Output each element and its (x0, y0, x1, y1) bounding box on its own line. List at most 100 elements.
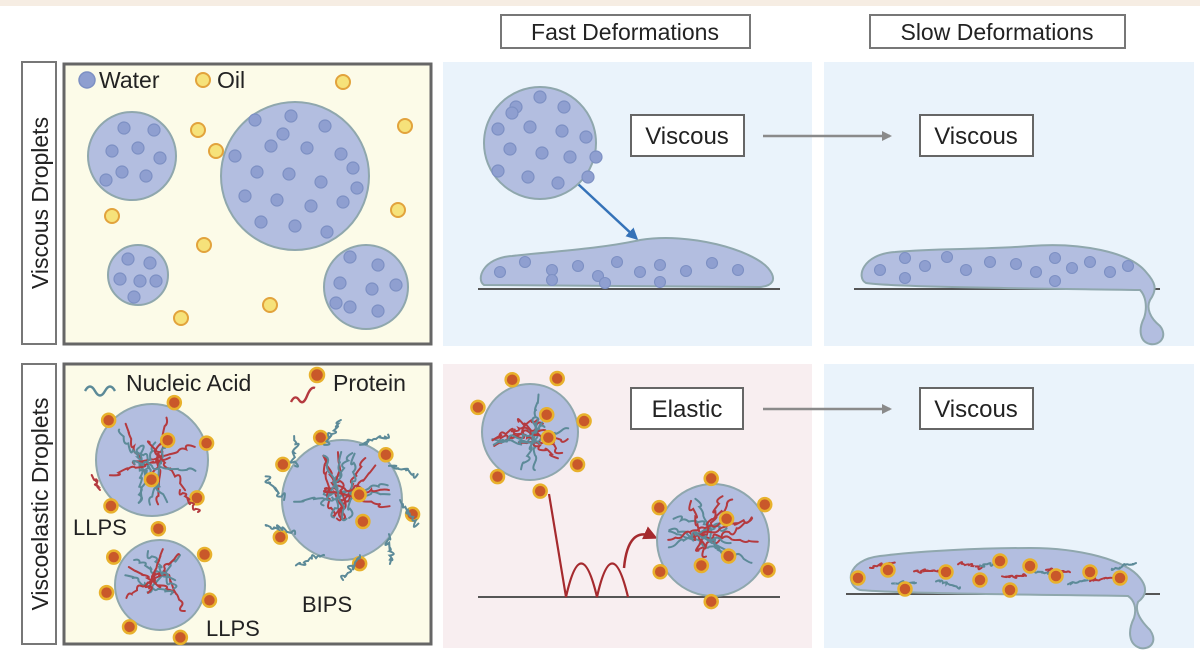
water-dot (389, 278, 403, 292)
protein-head (275, 456, 291, 473)
water-dot (589, 150, 603, 164)
protein-head (1082, 564, 1098, 580)
water-dot (365, 282, 379, 296)
water-dot (264, 139, 278, 153)
water-dot (1083, 255, 1097, 269)
legend-nucleic-acid-label: Nucleic Acid (126, 370, 251, 396)
protein-chain (695, 495, 724, 552)
protein-chain (691, 498, 734, 541)
water-dot (288, 219, 302, 233)
protein-chain (1089, 576, 1115, 583)
water-dot (121, 252, 135, 266)
nucleic-acid-strand (1067, 577, 1095, 586)
water-dot (334, 147, 348, 161)
water-dot (133, 274, 147, 288)
nucleic-acid-strand (694, 497, 724, 556)
water-dot (898, 271, 912, 285)
protein-head (972, 572, 988, 588)
nucleic-acid-strand (322, 454, 348, 522)
llps-label-1: LLPS (73, 515, 127, 540)
water-dot (533, 90, 547, 104)
behavior-box-visco-fast: Elastic (630, 387, 744, 430)
protein-chain (147, 548, 164, 594)
protein-head (166, 394, 183, 411)
behavior-viscous-slow-text: Viscous (934, 123, 1018, 150)
nucleic-acid-strand (293, 490, 363, 503)
nucleic-acid-strand (289, 435, 300, 468)
protein-chain (692, 516, 753, 539)
water-dot (113, 272, 127, 286)
nucleic-acid-icon (83, 385, 117, 397)
oil-dot (335, 74, 351, 90)
nucleic-acid-strand (137, 441, 157, 504)
water-dot (545, 263, 559, 277)
blue-arrow (577, 183, 639, 241)
nucleic-acid-strand (672, 515, 728, 532)
water-dot (1065, 261, 1079, 275)
protein-chain (178, 489, 201, 513)
nucleic-acid-strand (668, 530, 727, 554)
nucleic-acid-strand (935, 579, 961, 590)
protein-head (576, 413, 592, 429)
oil-dot-icon (195, 72, 211, 88)
protein-head (652, 564, 668, 580)
water-dot (336, 195, 350, 209)
oil-dot (104, 208, 120, 224)
bips-label: BIPS (302, 592, 352, 617)
water-dot (143, 256, 157, 270)
water-dot (333, 276, 347, 290)
water-dot (250, 165, 264, 179)
water-dot (633, 265, 647, 279)
water-dot (491, 122, 505, 136)
protein-head (540, 429, 557, 446)
water-dot (371, 258, 385, 272)
nucleic-acid-strand (320, 452, 354, 507)
water-dot (518, 255, 532, 269)
water-dot (270, 193, 284, 207)
oil-dot (390, 202, 406, 218)
nucleic-acid-strand (1110, 562, 1137, 572)
viscoelastic-slow-scene (846, 546, 1160, 650)
water-dot (117, 121, 131, 135)
water-dot (918, 259, 932, 273)
protein-head (1022, 558, 1038, 574)
protein-head (159, 432, 176, 449)
protein-head (100, 412, 117, 429)
water-dot (149, 274, 163, 288)
protein-head (757, 496, 773, 513)
protein-head (703, 470, 719, 487)
protein-head (172, 629, 189, 646)
protein-head (703, 593, 719, 610)
water-dot (228, 149, 242, 163)
protein-head (98, 584, 115, 601)
row-label-viscous-text: Viscous Droplets (27, 117, 53, 289)
nucleic-acid-strand (668, 527, 732, 545)
water-dot (679, 264, 693, 278)
protein-head (489, 468, 506, 485)
water-dot (491, 164, 505, 178)
water-dot (873, 263, 887, 277)
behavior-box-viscous-slow: Viscous (919, 114, 1034, 157)
water-dot (238, 189, 252, 203)
water-dot (115, 165, 129, 179)
protein-chain (957, 561, 983, 571)
nucleic-acid-strand (146, 550, 178, 590)
behavior-box-visco-slow: Viscous (919, 387, 1034, 430)
water-dot (139, 169, 153, 183)
water-dot (653, 275, 667, 289)
legend-oil: Oil (195, 67, 245, 93)
protein-head (196, 546, 213, 563)
nucleic-acid-strand (529, 393, 540, 450)
protein-chain (913, 568, 941, 574)
water-dot (563, 150, 577, 164)
water-dot (254, 215, 268, 229)
legend-oil-label: Oil (217, 67, 245, 93)
behavior-viscous-fast-text: Viscous (645, 123, 729, 150)
legend-water-label: Water (99, 67, 160, 93)
protein-head (569, 456, 586, 473)
behavior-visco-slow-text: Viscous (934, 396, 1018, 423)
protein-head (992, 553, 1008, 569)
row-label-viscoelastic: Viscoelastic Droplets (21, 363, 57, 645)
protein-head (897, 581, 913, 597)
protein-head (105, 549, 122, 565)
